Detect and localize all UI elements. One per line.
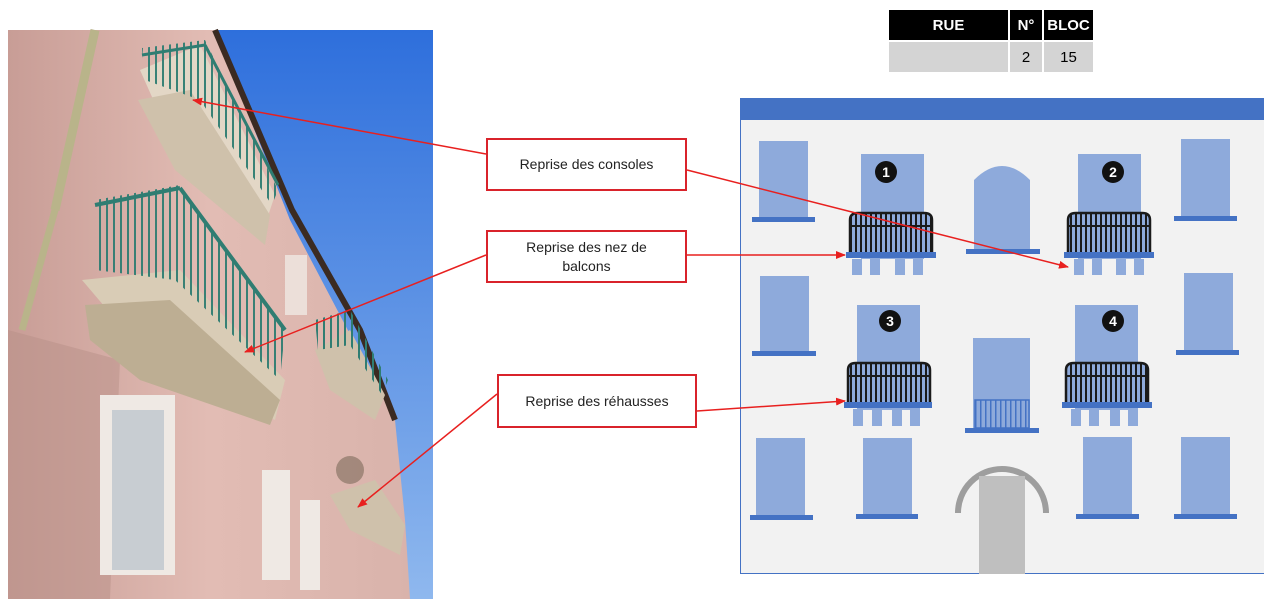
label-reprise-consoles: Reprise des consoles — [486, 138, 687, 191]
address-table-value-row: 2 15 — [889, 40, 1093, 72]
entrance-door — [955, 466, 1049, 574]
facade-cornice — [740, 98, 1264, 120]
balcony-number-3: 3 — [886, 313, 894, 329]
balcony-number-1: 1 — [882, 164, 890, 180]
header-rue: RUE — [889, 10, 1009, 41]
downpipe — [50, 29, 100, 211]
balcony-number-badge — [879, 310, 901, 332]
balcony-number-2: 2 — [1109, 164, 1117, 180]
balcony-3 — [844, 305, 932, 426]
label-nez-text-line2: balcons — [562, 257, 611, 274]
header-bloc: BLOC — [1042, 10, 1093, 41]
photo-balcony-2 — [82, 185, 287, 425]
value-bloc: 15 — [1042, 40, 1093, 72]
address-table-header-row: RUE N° BLOC — [889, 10, 1093, 41]
french-window — [965, 338, 1039, 433]
balcony-number-badge — [1102, 310, 1124, 332]
header-numero: N° — [1008, 10, 1043, 41]
label-reprise-rehausses: Reprise des réhausses — [497, 374, 697, 428]
label-consoles-text: Reprise des consoles — [519, 156, 654, 172]
value-numero: 2 — [1008, 40, 1043, 72]
value-rue — [889, 40, 1009, 72]
label-rehausses-text: Reprise des réhausses — [525, 392, 669, 409]
window — [750, 437, 1237, 520]
balcony-number-badge — [1102, 161, 1124, 183]
balcony-2 — [1064, 154, 1154, 275]
window — [752, 273, 1239, 356]
address-table: RUE N° BLOC 2 15 — [889, 10, 1093, 72]
balcony-number-4: 4 — [1109, 313, 1117, 329]
label-nez-text-line1: Reprise des nez de — [526, 238, 647, 255]
balcony-4 — [1062, 305, 1152, 426]
label-reprise-nez-balcons: Reprise des nez de balcons — [486, 230, 687, 283]
